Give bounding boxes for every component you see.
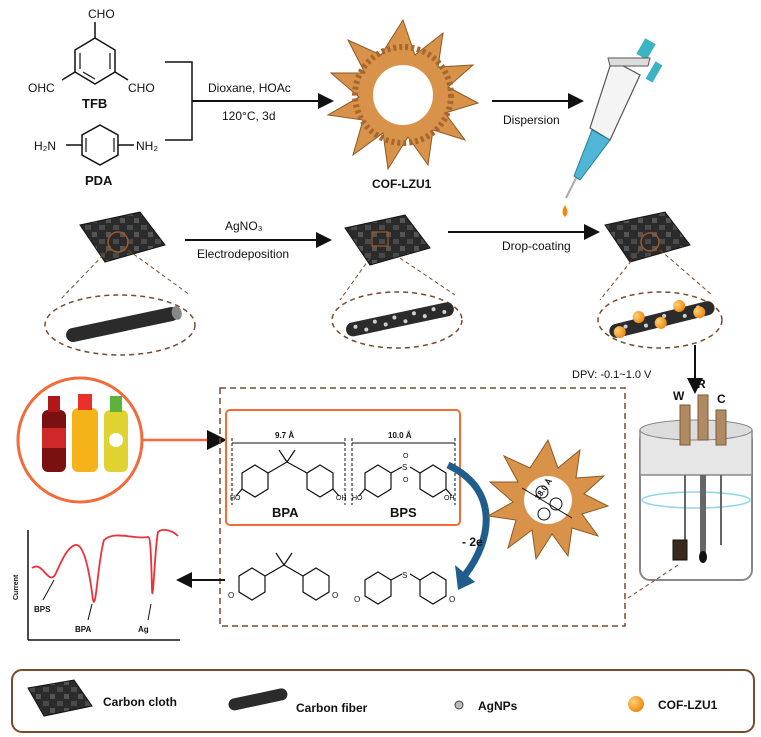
conditions-line2: 120°C, 3d (222, 109, 276, 123)
carbon-cloth-cof (604, 211, 691, 263)
cof-lzu1-structure (326, 18, 480, 171)
bps-width-label: 10.0 Å (388, 431, 412, 440)
bpa-product-o-left: O (228, 591, 234, 600)
legend-carbon-fiber: Carbon fiber (296, 701, 368, 715)
dispersion-label: Dispersion (503, 113, 560, 127)
detection-box (219, 387, 626, 627)
ag-peak-pointer (147, 603, 152, 621)
bpa-label: BPA (272, 505, 299, 520)
carbon-cloth-ag (344, 214, 431, 266)
cho-left-label: OHC (28, 81, 55, 95)
cof-product-label: COF-LZU1 (372, 177, 432, 191)
zoom-ellipse-3 (597, 291, 723, 349)
bps-product-s: S (402, 571, 407, 580)
carbon-cloth-legend-icon (27, 679, 93, 717)
bps-peak-pointer (42, 579, 55, 601)
tfb-structure (61, 22, 129, 85)
bps-label: BPS (390, 505, 417, 520)
carbon-fiber-ag (345, 302, 454, 337)
voltammogram-plot (27, 529, 180, 641)
cell-zoom-line (624, 564, 679, 601)
bps-oh-label: OH (444, 495, 455, 502)
zoom-ellipse-1 (44, 294, 196, 356)
bpa-width-label: 9.7 Å (275, 431, 294, 440)
nh2-right-label: NH₂ (136, 139, 158, 153)
cell-r-label: R (697, 377, 706, 391)
agno3-label: AgNO₃ (225, 219, 263, 233)
cell-c-label: C (717, 392, 726, 406)
reactant-bracket (165, 61, 193, 141)
carbon-fiber-legend-icon (228, 688, 288, 711)
zoom-lines-1 (59, 249, 191, 301)
bps-ho-label: HO (352, 495, 363, 502)
bps-o-top: O (403, 453, 409, 460)
carbon-fiber-cof (609, 299, 715, 339)
bps-product-o-right: O (449, 595, 455, 604)
cof-legend-icon (628, 696, 644, 712)
bpa-quinone-product (238, 552, 330, 601)
pipette-icon (562, 38, 663, 217)
zoom-lines-2 (339, 257, 456, 301)
bps-s-label: S (402, 463, 407, 472)
bps-quinone-product (364, 571, 447, 605)
bps-o-bottom: O (403, 477, 409, 484)
legend-agnps: AgNPs (478, 699, 518, 713)
agnps-legend-icon (454, 700, 464, 710)
bpa-oh-label: OH (336, 495, 347, 502)
bps-product-o-left: O (354, 595, 360, 604)
nh2-left-label: H₂N (34, 139, 56, 153)
voltammogram-curve (31, 529, 179, 603)
beverage-bottles-image (16, 376, 144, 504)
electrochemical-cell (639, 394, 753, 581)
analyte-box (225, 409, 461, 526)
oxidation-arrowhead (455, 565, 475, 590)
bpa-ho-label: HO (230, 495, 241, 502)
current-axis-label: Current (13, 574, 20, 600)
tfb-label: TFB (82, 96, 107, 111)
cof-pore-structure (486, 438, 610, 561)
bpa-structure (235, 449, 340, 498)
conditions-line1: Dioxane, HOAc (208, 81, 291, 95)
legend-cof: COF-LZU1 (658, 698, 718, 712)
zoom-lines-3 (599, 249, 713, 301)
cho-right-label: CHO (128, 81, 155, 95)
pda-label: PDA (85, 173, 113, 188)
bps-structure (358, 464, 453, 498)
legend-carbon-cloth: Carbon cloth (103, 695, 177, 709)
electron-label: - 2e (462, 535, 483, 549)
carbon-cloth-bare (79, 211, 166, 263)
pda-structure (66, 124, 134, 166)
bpa-peak-pointer (87, 603, 93, 621)
bpa-product-o-right: O (332, 591, 338, 600)
carbon-fiber-bare (66, 306, 182, 342)
drop-coating-label: Drop-coating (502, 239, 571, 253)
legend-box (11, 669, 755, 733)
oxidation-arrow (446, 461, 490, 578)
bps-peak-label: BPS (34, 605, 51, 614)
cell-w-label: W (673, 389, 685, 403)
zoom-ellipse-2 (331, 291, 463, 349)
electrodeposition-label: Electrodeposition (197, 247, 289, 261)
cho-top-label: CHO (88, 7, 115, 21)
bpa-peak-label: BPA (75, 625, 92, 634)
ag-peak-label: Ag (138, 625, 149, 634)
dpv-label: DPV: -0.1~1.0 V (572, 369, 652, 381)
